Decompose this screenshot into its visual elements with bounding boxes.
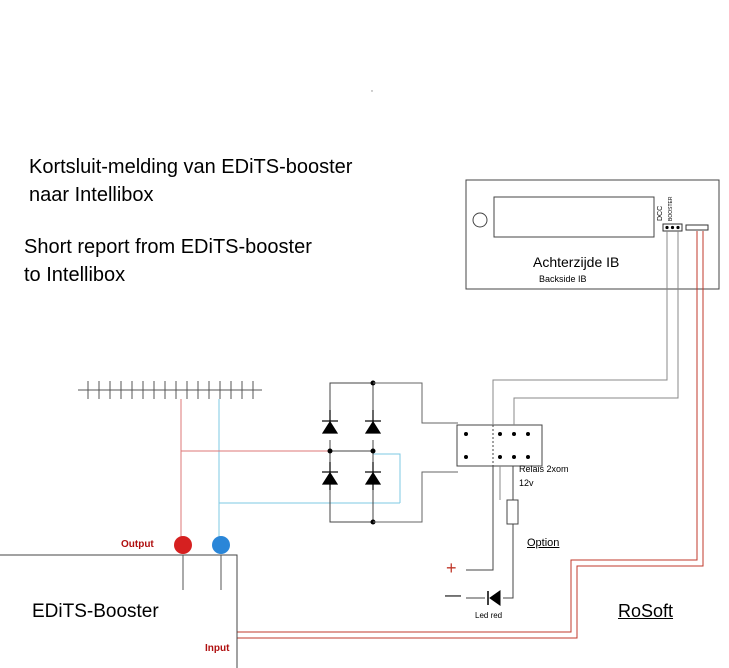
brand-logo: RoSoft bbox=[618, 601, 674, 621]
output-label: Output bbox=[121, 539, 154, 550]
output-terminal-red bbox=[174, 536, 192, 554]
stray-dot bbox=[371, 90, 373, 92]
booster-connector-label: BOOSTER bbox=[668, 196, 674, 221]
red-signal-wires bbox=[237, 231, 704, 639]
led-label: Led red bbox=[475, 611, 503, 620]
relay-contacts bbox=[464, 432, 530, 459]
intellibox-sublabel: Backside IB bbox=[539, 274, 587, 284]
intellibox-jack bbox=[472, 212, 488, 228]
dcc-label: DCC bbox=[657, 205, 664, 221]
intellibox-display-slot bbox=[493, 196, 655, 238]
output-terminal-blue bbox=[212, 536, 230, 554]
relay-label: Relais 2xom bbox=[519, 464, 569, 474]
dutch-title-line2: naar Intellibox bbox=[29, 184, 154, 206]
booster-connector-pins bbox=[662, 223, 709, 232]
dutch-title-line1: Kortsluit-melding van EDiTS-booster bbox=[29, 156, 353, 178]
relay bbox=[456, 424, 543, 467]
intellibox-label: Achterzijde IB bbox=[533, 254, 620, 270]
resistor bbox=[506, 499, 519, 525]
english-title-line2: to Intellibox bbox=[24, 264, 126, 286]
gray-wires bbox=[492, 231, 679, 500]
english-title-line1: Short report from EDiTS-booster bbox=[24, 236, 312, 258]
diode-bridge bbox=[329, 382, 374, 523]
booster-box bbox=[0, 554, 238, 668]
relay-voltage: 12v bbox=[519, 478, 534, 488]
booster-label: EDiTS-Booster bbox=[32, 601, 159, 622]
minus-sign: — bbox=[445, 587, 461, 604]
plus-sign: + bbox=[446, 558, 457, 578]
option-wires bbox=[466, 466, 514, 599]
option-label: Option bbox=[527, 537, 560, 549]
led-red bbox=[487, 590, 501, 606]
bridge-to-relay bbox=[373, 382, 458, 523]
diodes bbox=[321, 410, 382, 490]
track bbox=[78, 381, 262, 399]
input-label: Input bbox=[205, 643, 230, 654]
booster-output-stems bbox=[182, 555, 222, 590]
